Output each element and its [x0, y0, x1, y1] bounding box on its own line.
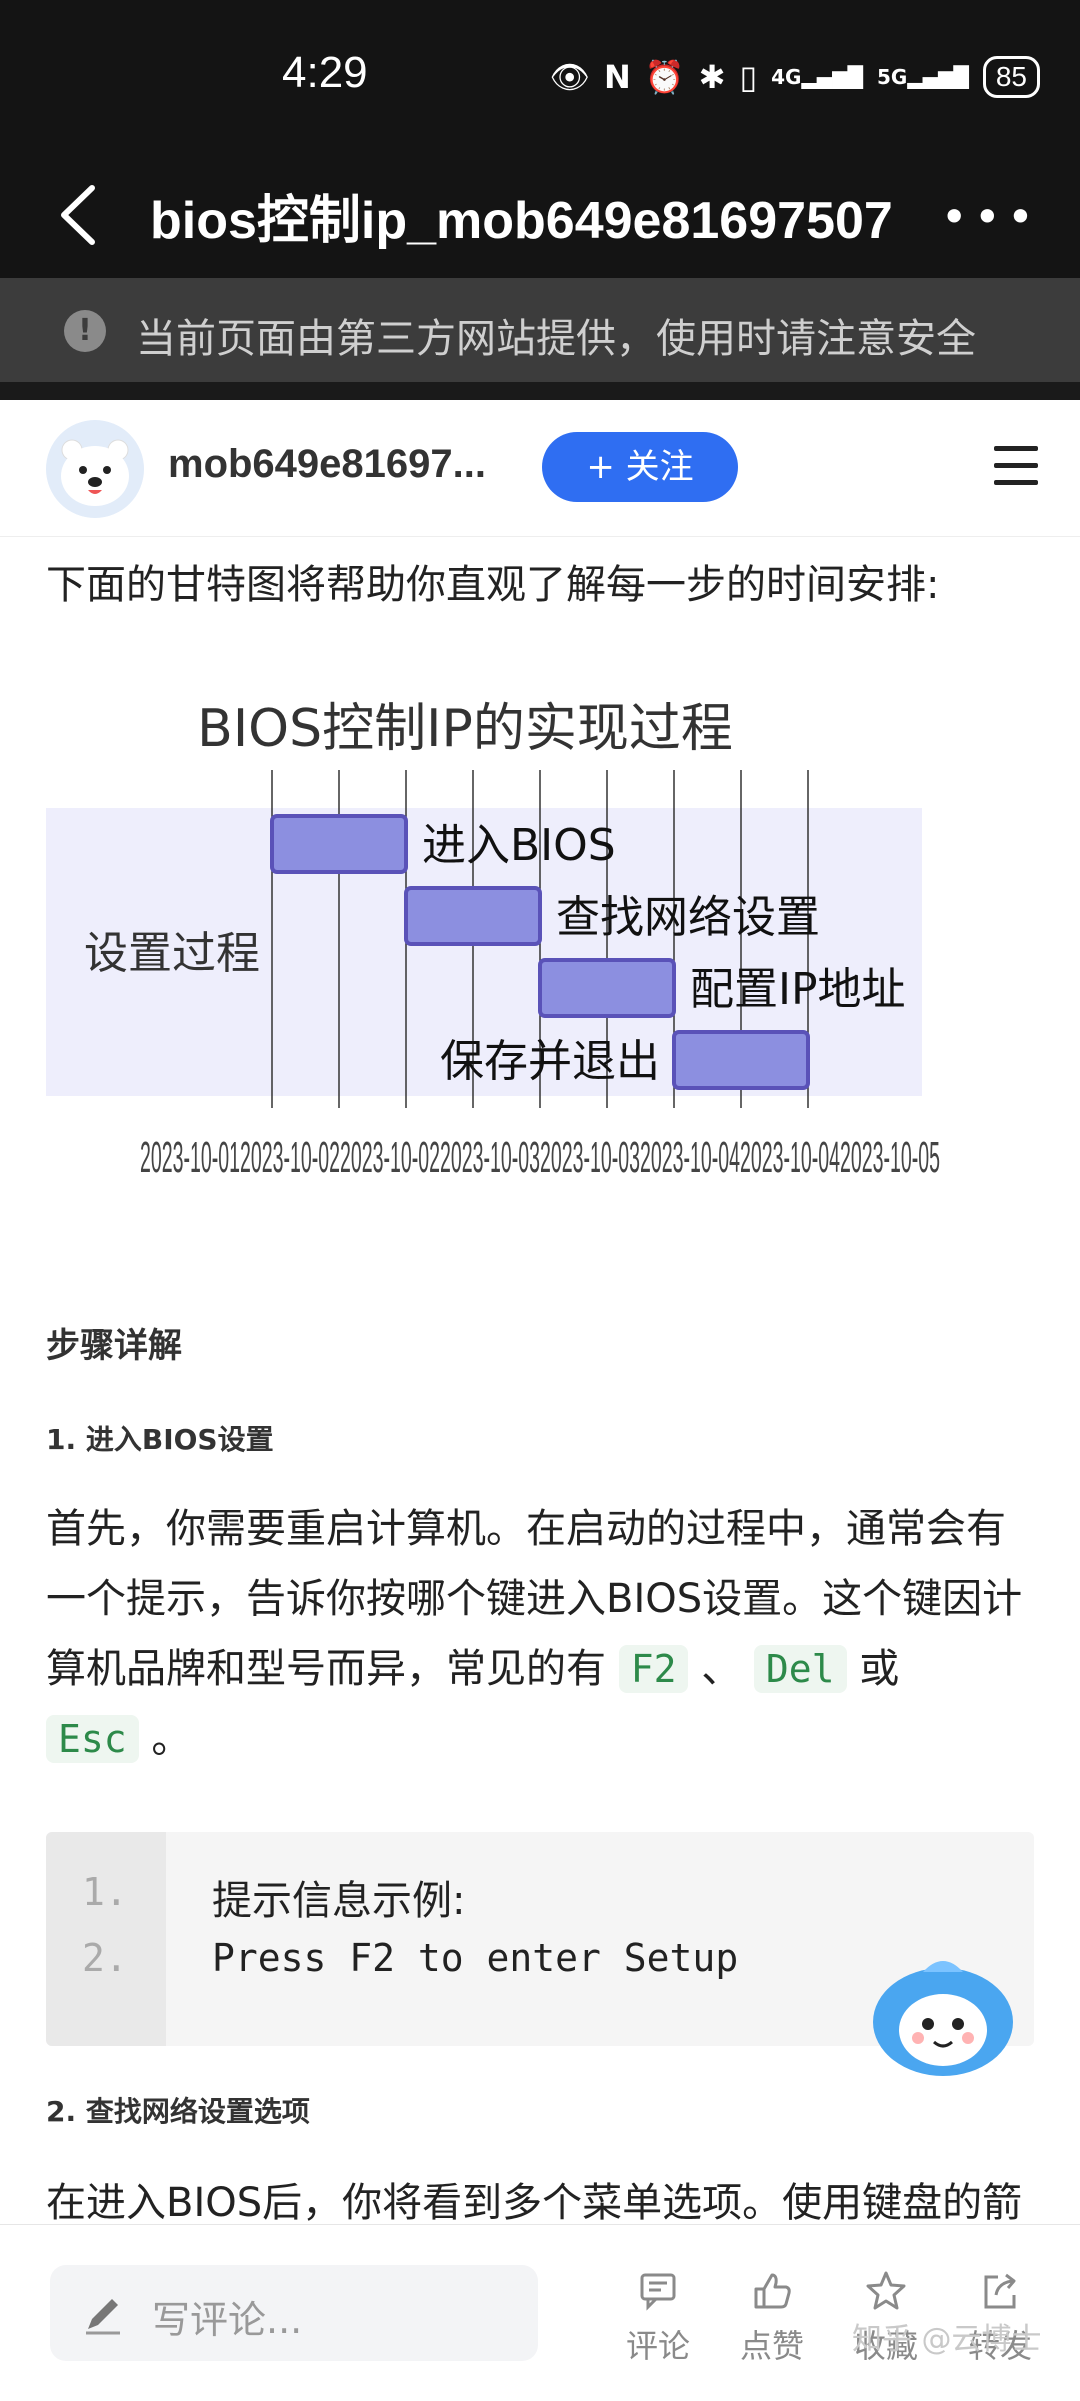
gantt-task-label: 查找网络设置: [556, 892, 820, 943]
gantt-task-label: 配置IP地址: [690, 964, 906, 1015]
period-text: 。: [151, 1716, 192, 1762]
step1-line-3: 算机品牌和型号而异，常见的有 F2 、 Del 或: [46, 1634, 1036, 1704]
warning-icon: !: [64, 310, 106, 352]
comment-icon: [640, 2273, 676, 2311]
step2-heading: 2. 查找网络设置选项: [46, 2095, 310, 2128]
code-line-text: 提示信息示例:: [212, 1878, 466, 1924]
author-bar: mob649e81697... + 关注: [0, 400, 1080, 537]
comment-input[interactable]: 写评论...: [50, 2265, 538, 2361]
chart-title-wrap: BIOS控制IP的实现过程: [0, 686, 1080, 761]
key-del-code: Del: [753, 1645, 847, 1693]
code-gutter: [46, 1832, 166, 2046]
code-line-number: 1.: [82, 1870, 128, 1914]
watermark-text: 知乎 @云博士: [852, 2322, 1042, 2357]
step1-paragraph: 首先，你需要重启计算机。在启动的过程中，通常会有 一个提示，告诉你按哪个键进入B…: [46, 1494, 1036, 1774]
gantt-task-bar: [672, 1030, 810, 1090]
author-name[interactable]: mob649e81697...: [168, 442, 486, 486]
share-button[interactable]: 转发: [950, 2269, 1050, 2367]
page-title: bios控制ip_mob649e81697507: [150, 192, 893, 250]
vibrate-icon: ▯: [739, 58, 758, 96]
nfc-icon: N: [604, 58, 631, 96]
assistant-mascot-icon[interactable]: [868, 1950, 1018, 2080]
code-block: 1. 2. 提示信息示例: Press F2 to enter Setup: [46, 1832, 1034, 2046]
gantt-section-label: 设置过程: [84, 928, 260, 979]
steps-heading: 步骤详解: [46, 1326, 182, 1366]
security-warning-bar: ! 当前页面由第三方网站提供，使用时请注意安全: [0, 278, 1080, 382]
avatar[interactable]: [46, 420, 144, 518]
gantt-task-bar: [404, 886, 542, 946]
polar-bear-avatar-icon: [46, 420, 144, 518]
share-icon: [984, 2273, 1016, 2309]
status-icons: 👁 N ⏰ ✱ ▯ 4G▂▄▆█ 5G▂▄▆█ 85: [549, 56, 1040, 98]
signal-4g-icon: 4G▂▄▆█: [771, 65, 863, 89]
eye-icon: 👁: [549, 58, 591, 96]
status-bar: 4:29 👁 N ⏰ ✱ ▯ 4G▂▄▆█ 5G▂▄▆█ 85: [0, 0, 1080, 150]
step1-line-3-text: 算机品牌和型号而异，常见的有: [46, 1646, 619, 1692]
pencil-icon: [86, 2299, 120, 2335]
hamburger-menu-icon[interactable]: [994, 446, 1038, 486]
bottom-action-bar: 写评论... 评论 点赞 收藏 转发: [0, 2224, 1080, 2401]
step1-line-1: 首先，你需要重启计算机。在启动的过程中，通常会有: [46, 1506, 1006, 1552]
comment-button[interactable]: 评论: [608, 2269, 708, 2367]
warning-text: 当前页面由第三方网站提供，使用时请注意安全: [136, 316, 976, 362]
gantt-x-axis-tick-labels: 2023-10-012023-10-022023-10-022023-10-03…: [140, 1133, 940, 1180]
or-text: 或: [859, 1646, 900, 1692]
thumbs-up-icon: [754, 2273, 791, 2309]
follow-button[interactable]: + 关注: [542, 432, 738, 502]
step1-line-4: Esc 。: [46, 1704, 1036, 1774]
separator-text: 、: [701, 1646, 742, 1692]
more-options-icon[interactable]: •••: [940, 190, 1040, 244]
comment-placeholder: 写评论...: [152, 2298, 303, 2342]
gantt-task-bar: [538, 958, 676, 1018]
code-line-number: 2.: [82, 1936, 128, 1980]
nav-bar: bios控制ip_mob649e81697507 •••: [0, 150, 1080, 278]
step2-paragraph: 在进入BIOS后，你将看到多个菜单选项。使用键盘的箭: [46, 2180, 1023, 2226]
share-label: 转发: [967, 2327, 1032, 2365]
gantt-task-bar: [270, 814, 408, 874]
signal-5g-icon: 5G▂▄▆█: [876, 65, 969, 89]
gantt-task-label: 进入BIOS: [422, 820, 616, 871]
like-button[interactable]: 点赞: [722, 2269, 822, 2367]
favorite-label: 收藏: [853, 2327, 918, 2365]
star-icon: [866, 2271, 906, 2310]
bluetooth-icon: ✱: [698, 58, 726, 96]
back-arrow-icon[interactable]: [52, 180, 112, 250]
code-line-text: Press F2 to enter Setup: [212, 1936, 739, 1980]
intro-text: 下面的甘特图将帮助你直观了解每一步的时间安排:: [46, 562, 940, 608]
favorite-button[interactable]: 收藏: [836, 2269, 936, 2367]
key-f2-code: F2: [618, 1645, 689, 1693]
status-time: 4:29: [282, 48, 368, 97]
like-label: 点赞: [739, 2327, 804, 2365]
battery-indicator: 85: [982, 56, 1040, 98]
comment-label: 评论: [625, 2327, 690, 2365]
gantt-task-label: 保存并退出: [440, 1036, 660, 1087]
chart-title: BIOS控制IP的实现过程: [197, 699, 733, 759]
alarm-icon: ⏰: [644, 58, 685, 96]
step1-line-2: 一个提示，告诉你按哪个键进入BIOS设置。这个键因计: [46, 1576, 1023, 1622]
divider-strip: [0, 382, 1080, 400]
key-esc-code: Esc: [46, 1715, 139, 1763]
step1-heading: 1. 进入BIOS设置: [46, 1423, 274, 1456]
